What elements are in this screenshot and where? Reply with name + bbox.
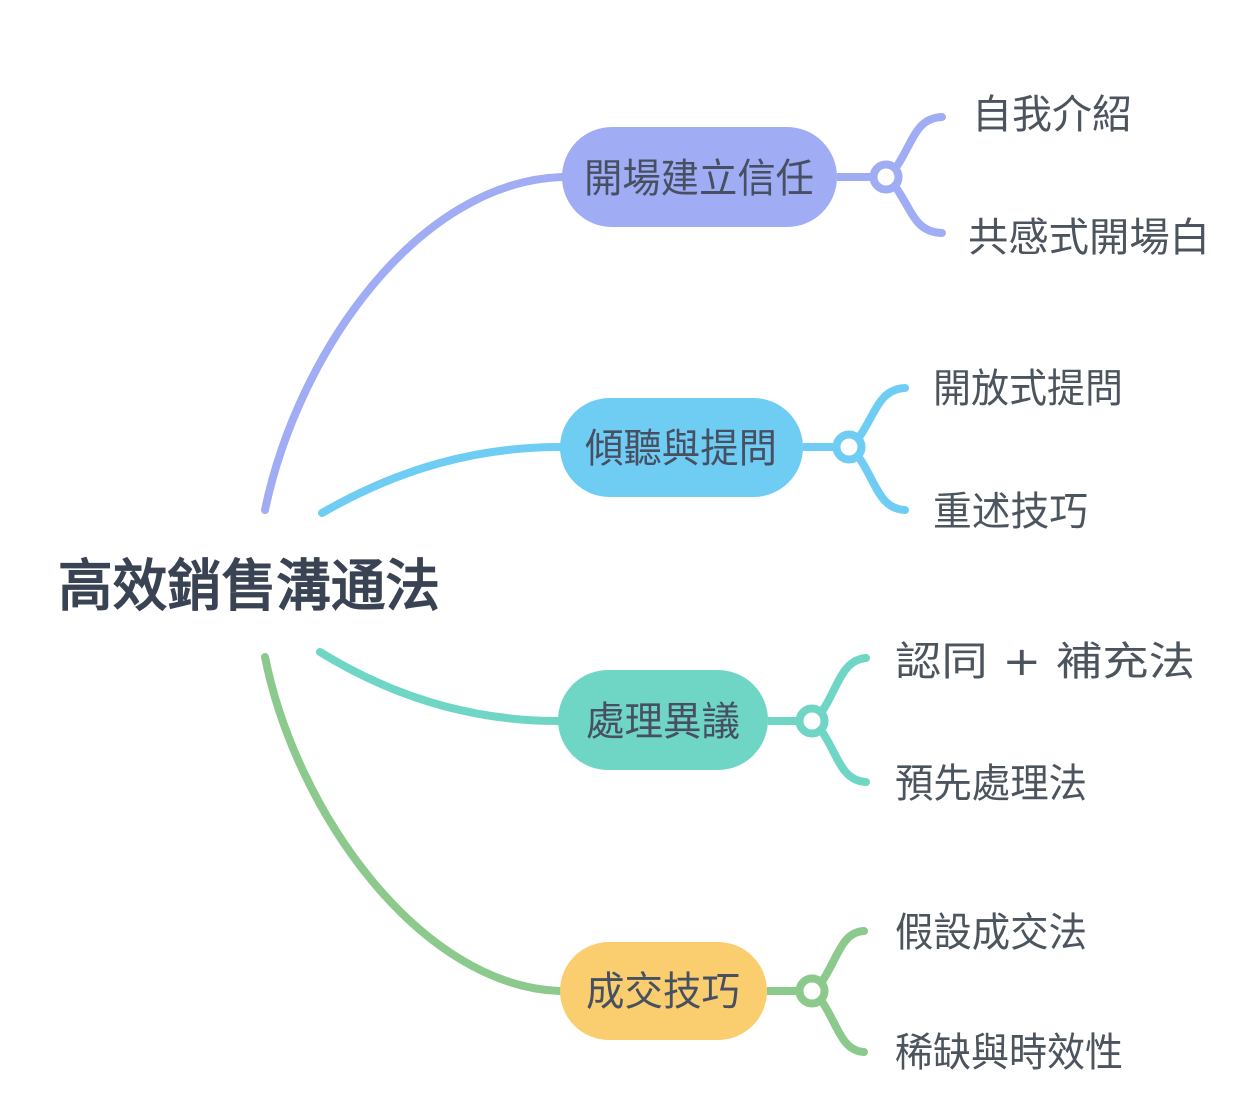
branch-2-junction-circle	[832, 430, 866, 464]
branch-4-node-pill[interactable]	[560, 942, 767, 1040]
branch-1-node-pill[interactable]	[562, 127, 837, 227]
branch-1-child-curve-down	[893, 185, 946, 237]
branch-3: 處理異議 認同 + 補充法 預先處理法	[316, 639, 1195, 807]
branch-3-child-1-label[interactable]: 認同 + 補充法	[895, 639, 1195, 685]
branch-4: 成交技巧 假設成交法 稀缺與時效性	[261, 653, 1123, 1076]
branch-2-child-curve-up	[856, 384, 909, 440]
branch-4-junction-circle	[795, 974, 829, 1008]
branch-4-child-curve-down	[819, 999, 868, 1056]
root-topic-label[interactable]: 高效銷售溝通法	[58, 555, 440, 620]
branch-4-child-1-label[interactable]: 假設成交法	[895, 910, 1087, 956]
branch-3-node-pill[interactable]	[558, 670, 768, 770]
branch-3-child-curve-down	[819, 729, 870, 786]
branch-3-junction-circle	[795, 704, 829, 738]
branch-3-main-curve	[316, 648, 562, 725]
branch-1-child-curve-up	[893, 113, 946, 170]
branch-2: 傾聽與提問 開放式提問 重述技巧	[318, 366, 1123, 535]
branch-1: 開場建立信任 自我介紹 共感式開場白	[261, 92, 1210, 514]
branch-1-node-label: 開場建立信任	[584, 156, 814, 202]
branch-2-child-1-label[interactable]: 開放式提問	[933, 366, 1123, 412]
branch-2-child-curve-down	[856, 455, 909, 514]
branch-2-child-2-label[interactable]: 重述技巧	[933, 489, 1088, 535]
branch-3-child-2-label[interactable]: 預先處理法	[895, 761, 1087, 807]
branch-1-child-1-label[interactable]: 自我介紹	[972, 92, 1132, 138]
branch-1-child-2-label[interactable]: 共感式開場白	[968, 215, 1210, 261]
branch-2-node-label: 傾聽與提問	[585, 426, 777, 472]
branch-1-main-curve	[261, 173, 566, 514]
branch-3-child-curve-up	[819, 654, 870, 714]
branch-2-main-curve	[318, 443, 564, 517]
branch-4-node-label: 成交技巧	[586, 969, 740, 1015]
branch-1-junction-circle	[869, 160, 903, 194]
branch-4-main-curve	[261, 653, 564, 995]
branch-3-node-label: 處理異議	[586, 699, 740, 745]
branch-4-child-curve-up	[819, 927, 868, 984]
branch-2-node-pill[interactable]	[560, 398, 803, 497]
branch-4-child-2-label[interactable]: 稀缺與時效性	[895, 1030, 1123, 1076]
